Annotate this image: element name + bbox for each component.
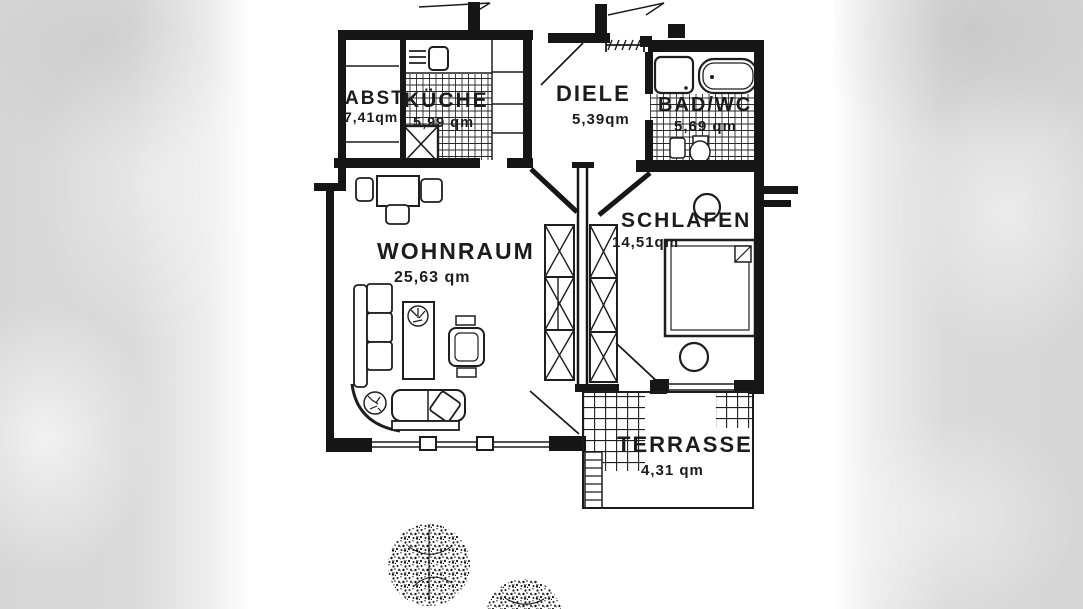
terrace-outline (582, 391, 754, 509)
room-area-abst: 7,41qm (344, 109, 398, 125)
kitchen-cupboard-x (402, 124, 440, 164)
bedroom-window (667, 383, 734, 391)
room-area-bad: 5,69 qm (674, 118, 737, 135)
walls (314, 2, 798, 452)
bed-icon (663, 238, 757, 338)
room-label-diele: DIELE (556, 81, 631, 106)
background-blur-band-left (0, 0, 252, 609)
livingroom-window (372, 436, 549, 451)
shower-icon (653, 55, 695, 95)
entrance-door-threshold (605, 38, 645, 52)
room-area-wohnraum: 25,63 qm (394, 269, 470, 286)
sideboard-icon (391, 420, 460, 431)
wardrobe-right-column (589, 224, 618, 383)
dining-table-icon (355, 175, 443, 225)
tree-icon-large (388, 524, 470, 606)
room-label-kueche: KÜCHE (404, 89, 489, 112)
armchair-icon (448, 315, 485, 378)
room-label-wohnraum: WOHNRAUM (377, 238, 535, 264)
room-area-terrasse: 4,31 qm (641, 462, 704, 479)
bathtub-icon (697, 57, 759, 95)
room-label-abst: ABST. (345, 88, 410, 109)
storage-shelf-lines (346, 65, 399, 143)
shower-drain (684, 86, 688, 90)
corner-plant-icon (363, 391, 387, 415)
wardrobe-left-column (544, 224, 575, 381)
entrance-door-leaf (540, 42, 584, 86)
kitchen-sink-icon (428, 46, 449, 71)
cut-line-marks (418, 2, 665, 16)
table-plant-icon (407, 305, 429, 327)
toilet-icon (669, 135, 711, 164)
room-label-schlafen: SCHLAFEN (621, 209, 751, 232)
sofa-icon (353, 283, 393, 388)
tree-icon-small (486, 579, 562, 609)
two-seat-sofa-icon (391, 389, 466, 423)
room-area-kueche: 5,99 qm (413, 115, 474, 131)
bedroom-stool-lower-icon (678, 341, 710, 373)
kitchen-tile-floor (406, 74, 492, 160)
room-area-diele: 5,39qm (572, 111, 630, 128)
terrace-step-strip (584, 451, 603, 509)
stove-icon (409, 50, 426, 64)
kitchen-counter (406, 40, 523, 160)
room-label-bad: BAD/WC (658, 94, 752, 116)
terrace-door-leaf (529, 390, 580, 435)
background-blur-band-right (833, 0, 1083, 609)
bedroom-stool-upper-icon (692, 192, 722, 222)
room-area-schlafen: 14,51qm (612, 234, 679, 251)
room-label-terrasse: TERRASSE (617, 432, 753, 457)
